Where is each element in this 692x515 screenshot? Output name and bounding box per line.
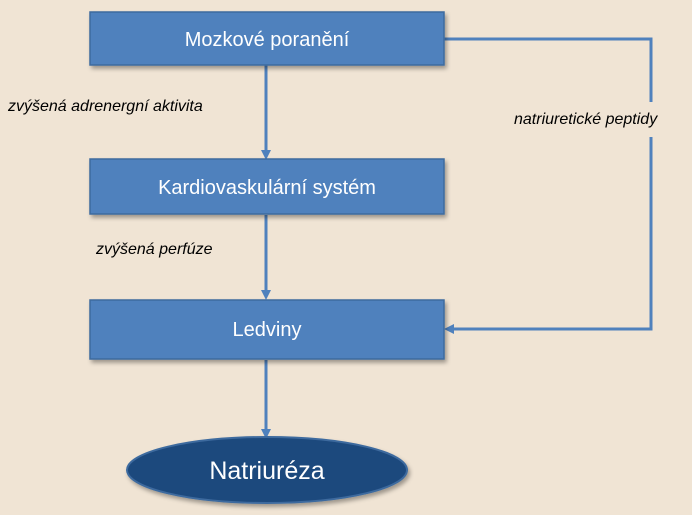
- arrow-peptides-top-segment: [444, 37, 653, 102]
- edge-label-peptides: natriuretické peptidy: [514, 111, 658, 128]
- edge-label-perfusion: zvýšená perfúze: [95, 241, 213, 258]
- node-kidneys: Ledviny: [89, 299, 445, 360]
- edge-label-adrenergic: zvýšená adrenergní aktivita: [7, 98, 203, 115]
- node-natriuresis-label: Natriuréza: [209, 457, 324, 485]
- node-natriuresis: Natriuréza: [126, 436, 408, 504]
- arrow-peptides-bottom-segment: [444, 137, 653, 334]
- node-brain-injury-label: Mozkové poranění: [185, 29, 350, 51]
- node-cardiovascular: Kardiovaskulární systém: [89, 158, 445, 215]
- node-brain-injury: Mozkové poranění: [89, 11, 445, 66]
- node-kidneys-label: Ledviny: [233, 319, 302, 341]
- node-cardiovascular-label: Kardiovaskulární systém: [158, 177, 376, 199]
